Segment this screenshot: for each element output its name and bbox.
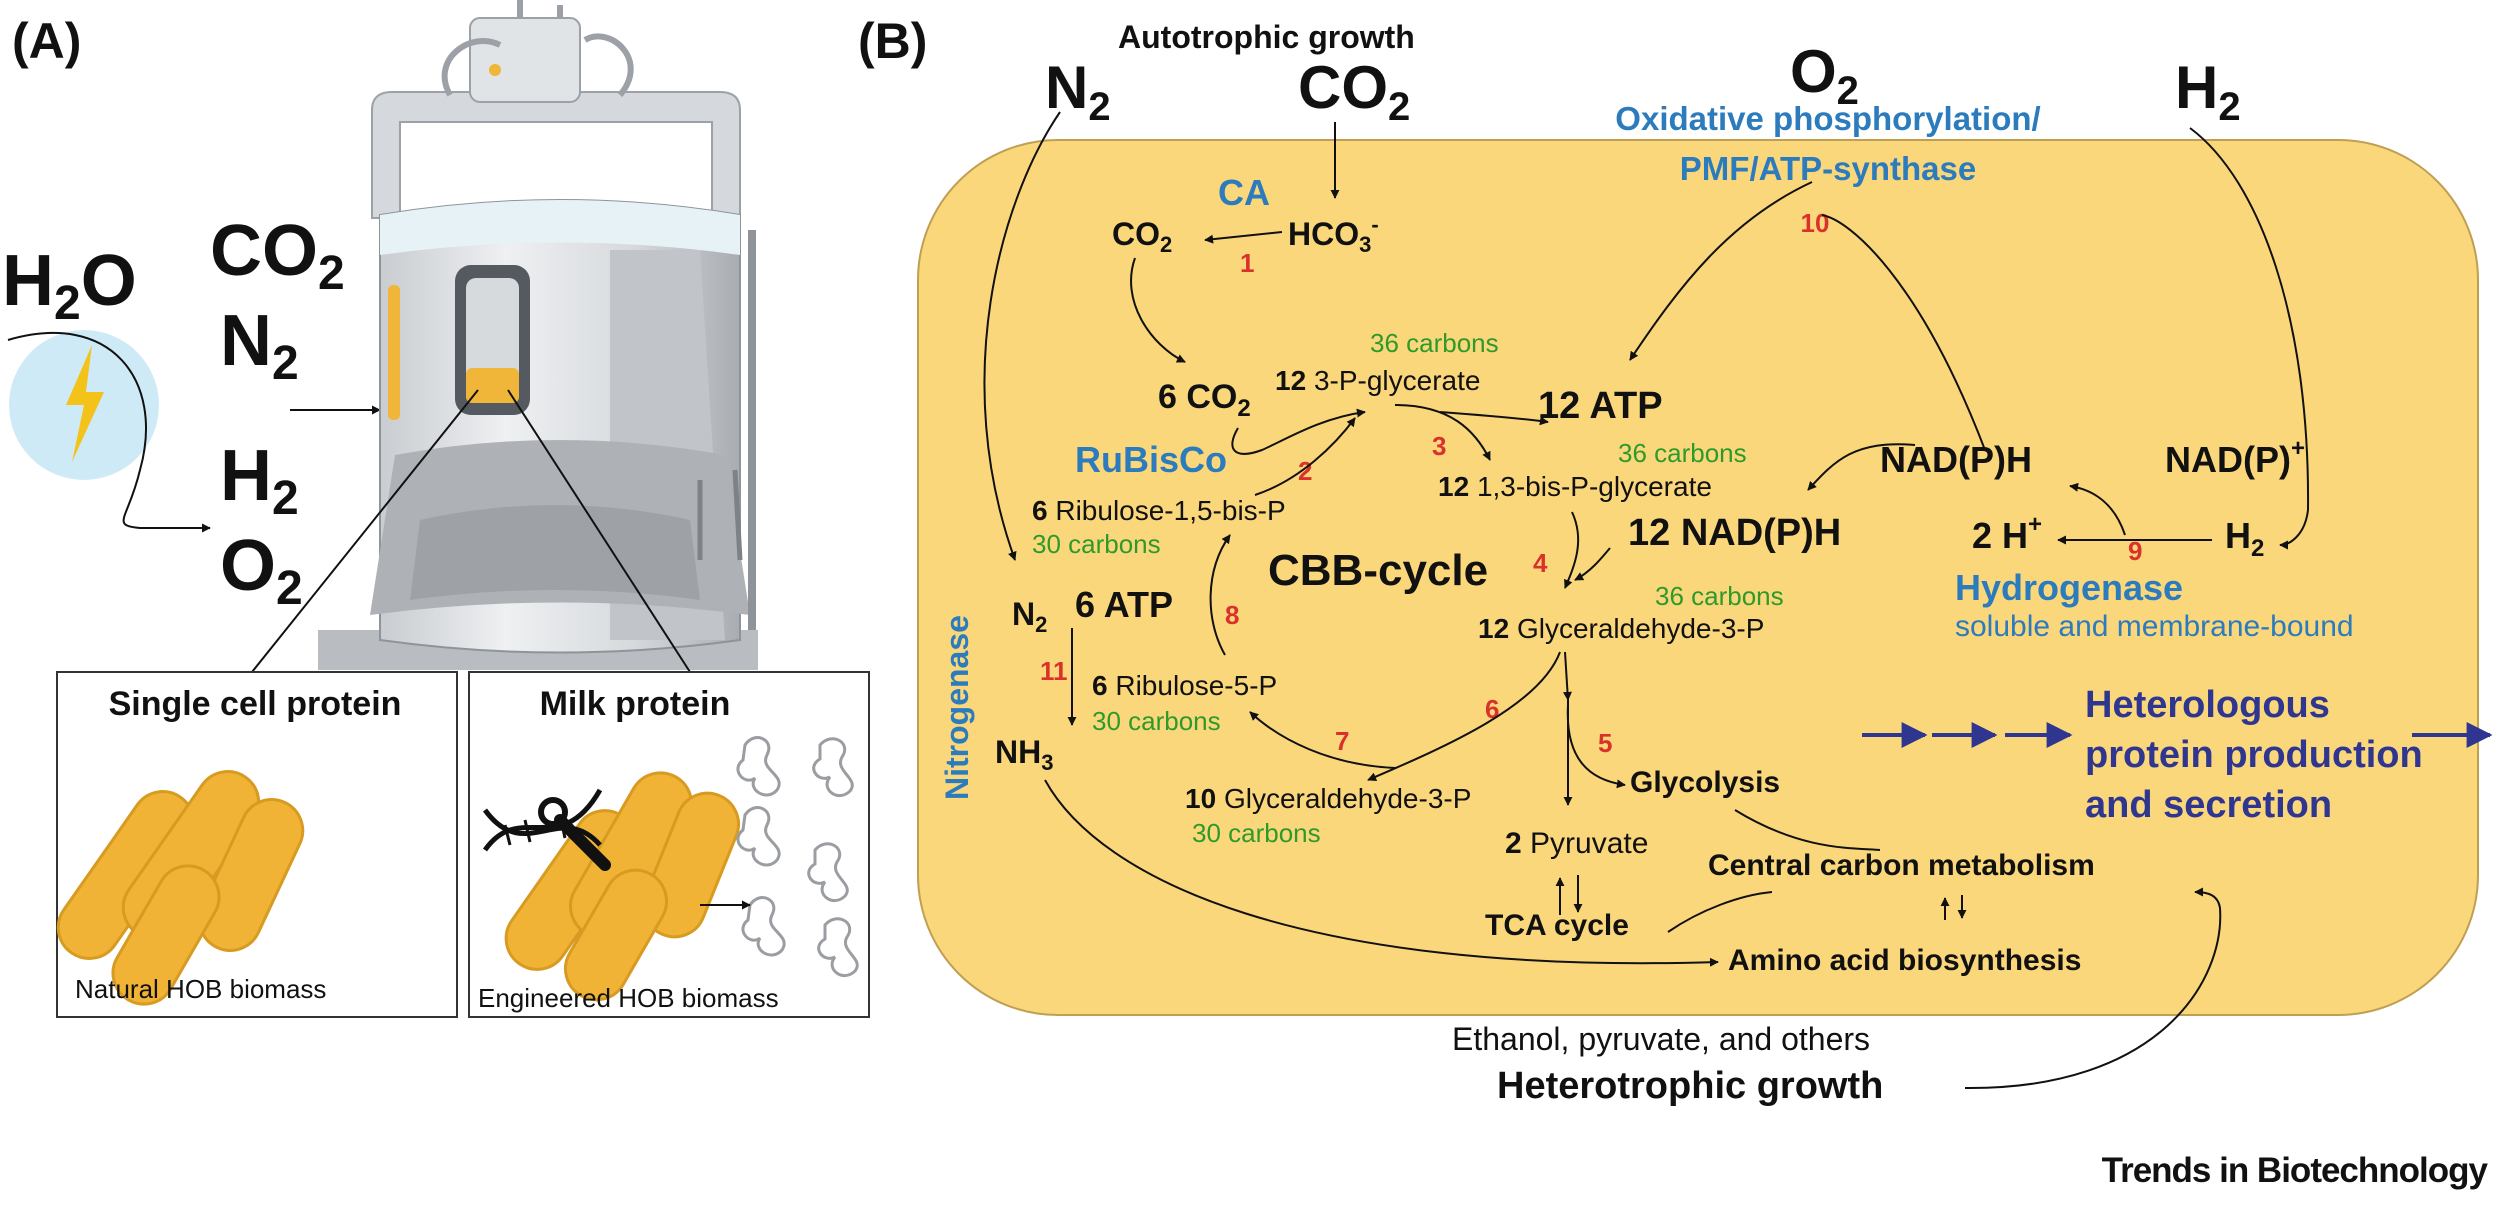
co2-inner: CO2 — [1112, 216, 1172, 257]
heterologous-line1: Heterologous — [2085, 684, 2330, 726]
bisp-glycerate-label: 12 1,3-bis-P-glycerate — [1438, 471, 1712, 502]
heterotrophic-growth-label: Heterotrophic growth — [1497, 1065, 1883, 1107]
carbons-3pg: 36 carbons — [1370, 328, 1499, 358]
nitrogenase-label: Nitrogenase — [939, 615, 975, 800]
engineered-bacteria-cluster — [504, 771, 740, 1002]
reaction-number-8: 8 — [1225, 600, 1239, 630]
carbons-g3p10: 30 carbons — [1192, 818, 1321, 848]
lightning-bolt-icon — [66, 345, 104, 462]
milk-protein-title: Milk protein — [540, 685, 731, 723]
six-atp-label: 6 ATP — [1075, 584, 1173, 625]
o2-gas-label: O2 — [220, 526, 303, 615]
ribulose5-label: 6 Ribulose-5-P — [1092, 670, 1277, 701]
nadp-plus-label: NAD(P)+ — [2165, 435, 2305, 480]
central-carbon-label: Central carbon metabolism — [1708, 849, 2095, 882]
pathway-arrows — [983, 111, 2310, 1090]
cell-body — [917, 139, 2479, 1016]
nadph-right-label: NAD(P)H — [1880, 439, 2032, 480]
ethanol-label: Ethanol, pyruvate, and others — [1452, 1021, 1870, 1057]
glycolysis-label: Glycolysis — [1630, 766, 1780, 799]
protein-structures-icon — [736, 736, 859, 978]
amino-acid-label: Amino acid biosynthesis — [1728, 944, 2081, 977]
two-h-plus-label: 2 H+ — [1972, 511, 2042, 556]
co2-gas-label: CO2 — [210, 211, 345, 300]
oxphos-label-line1: Oxidative phosphorylation/ — [1615, 100, 2040, 137]
nh3-label: NH3 — [995, 734, 1053, 775]
carbons-g3p12: 36 carbons — [1655, 581, 1784, 611]
autotrophic-growth-label: Autotrophic growth — [1118, 19, 1415, 55]
twelve-atp-label: 12 ATP — [1538, 385, 1663, 427]
hob-bacteria-cluster — [56, 770, 305, 1006]
six-co2-label: 6 CO2 — [1158, 378, 1251, 422]
water-input-arrow — [7, 332, 211, 533]
hco3-label: HCO3- — [1288, 212, 1379, 257]
nadph-center-label: 12 NAD(P)H — [1628, 512, 1841, 554]
cbb-cycle-label: CBB-cycle — [1268, 546, 1488, 595]
reaction-number-5: 5 — [1598, 728, 1612, 758]
panel-b-label: (B) — [858, 13, 927, 69]
pyruvate-label: 2 Pyruvate — [1505, 827, 1648, 860]
heterologous-line2: protein production — [2085, 734, 2423, 776]
n2-inner: N2 — [1012, 596, 1047, 637]
reaction-number-1: 1 — [1240, 248, 1254, 278]
oxphos-label-line2: PMF/ATP-synthase — [1680, 150, 1976, 187]
carbons-bisp: 36 carbons — [1618, 438, 1747, 468]
carbons-ribulose5: 30 carbons — [1092, 706, 1221, 736]
ribulose-15-label: 6 Ribulose-1,5-bis-P — [1032, 495, 1286, 526]
bioreactor-illustration — [318, 0, 758, 670]
twelve-3pg-label: 12 3-P-glycerate — [1275, 365, 1480, 396]
reaction-number-7: 7 — [1335, 726, 1349, 756]
reaction-number-2: 2 — [1298, 456, 1312, 486]
panel-a-label: (A) — [12, 13, 81, 69]
reaction-number-10: 10 — [1801, 208, 1830, 238]
rubisco-label: RuBisCo — [1075, 439, 1227, 480]
hydrogenase-sub-label: soluble and membrane-bound — [1955, 610, 2354, 643]
h2-inner: H2 — [2225, 515, 2264, 562]
o2-outer: O2 — [1790, 38, 1859, 113]
hydrogenase-label: Hydrogenase — [1955, 567, 2183, 608]
reaction-number-4: 4 — [1533, 548, 1548, 578]
n2-outer: N2 — [1045, 54, 1111, 129]
h2-gas-label: H2 — [220, 436, 299, 525]
tca-cycle-label: TCA cycle — [1485, 909, 1629, 942]
reaction-number-11: 11 — [1040, 656, 1068, 686]
ca-label: CA — [1218, 172, 1270, 213]
engineered-hob-caption: Engineered HOB biomass — [478, 983, 779, 1013]
g3p10-label: 10 Glyceraldehyde-3-P — [1185, 783, 1471, 814]
n2-gas-label: N2 — [220, 301, 299, 390]
natural-hob-caption: Natural HOB biomass — [75, 974, 326, 1004]
single-cell-protein-title: Single cell protein — [109, 685, 402, 723]
g3p12-label: 12 Glyceraldehyde-3-P — [1478, 613, 1764, 644]
h2o-label: H2O — [2, 241, 137, 330]
h2-outer: H2 — [2175, 54, 2241, 129]
reaction-number-9: 9 — [2128, 536, 2142, 566]
reaction-number-3: 3 — [1432, 431, 1446, 461]
heterologous-line3: and secretion — [2085, 784, 2332, 826]
dna-wrench-icon — [482, 788, 611, 871]
zoom-line-left — [251, 389, 479, 673]
zoom-line-right — [507, 389, 691, 673]
carbons-ribulose15: 30 carbons — [1032, 529, 1161, 559]
co2-outer: CO2 — [1298, 54, 1410, 129]
journal-footer: Trends in Biotechnology — [2102, 1151, 2489, 1190]
